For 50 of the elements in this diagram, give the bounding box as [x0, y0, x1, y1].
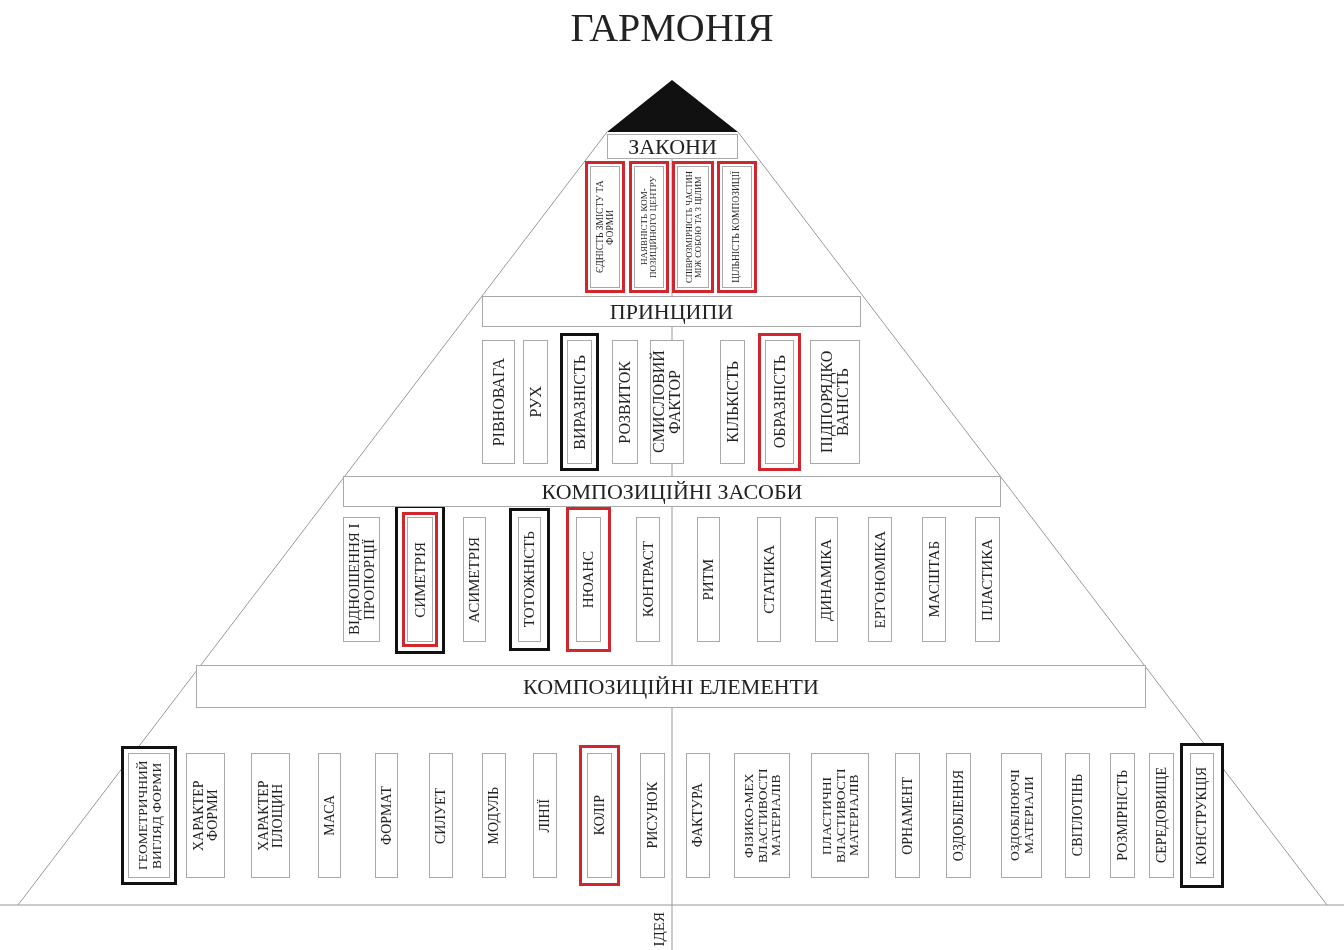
pyramid-item: СТАТИКА [757, 517, 781, 642]
pyramid-item: ТОТОЖНІСТЬ [518, 517, 541, 642]
pyramid-item: ЦІЛЬНІСТЬ КОМПОЗИЦІЇ [722, 166, 752, 288]
level-heading: КОМПОЗИЦІЙНІ ЕЛЕМЕНТИ [196, 665, 1146, 708]
pyramid-item: СЕРЕДОВИЩЕ [1149, 753, 1174, 878]
pyramid-item: СИМЕТРІЯ [407, 517, 433, 642]
pyramid-item: РУХ [523, 340, 548, 464]
pyramid-item: РІВНОВАГА [482, 340, 515, 464]
pyramid-item: ПЛАСТИКА [975, 517, 1000, 642]
pyramid-item: МОДУЛЬ [482, 753, 506, 878]
level-heading: ЗАКОНИ [607, 134, 738, 159]
pyramid-item: ВІДНОШЕННЯ І ПРОПОРЦІЇ [343, 517, 380, 642]
pyramid-item: ПІДПОРЯДКО ВАНІСТЬ [810, 340, 860, 464]
pyramid-item: АСИМЕТРІЯ [463, 517, 486, 642]
pyramid-item: ФОРМАТ [375, 753, 398, 878]
pyramid-item: РОЗВИТОК [612, 340, 638, 464]
pyramid-item: ФАКТУРА [686, 753, 710, 878]
pyramid-item: НЮАНС [576, 517, 601, 642]
pyramid-item: ОЗДОБЛЕННЯ [946, 753, 971, 878]
level-heading: КОМПОЗИЦІЙНІ ЗАСОБИ [343, 476, 1001, 507]
pyramid-item: ОЗДОБЛЮЮЧІ МАТЕРІАЛИ [1001, 753, 1042, 878]
pyramid-item: КОНТРАСТ [636, 517, 660, 642]
pyramid-item: НАЯВНІСТЬ КОМ- ПОЗИЦІЙНОГО ЦЕНТРУ [634, 166, 664, 288]
pyramid-item: ГЕОМЕТРИЧНИЙ ВИГЛЯД ФОРМИ [128, 753, 170, 878]
pyramid-item: ЄДНІСТЬ ЗМІСТУ ТА ФОРМИ [590, 166, 620, 288]
pyramid-item: СВІТЛОТІНЬ [1065, 753, 1090, 878]
pyramid-item: ХАРАКТЕР ПЛОЩИН [251, 753, 290, 878]
pyramid-item: ХАРАКТЕР ФОРМИ [186, 753, 225, 878]
axis-label: ІДЕЯ [652, 912, 667, 947]
pyramid-item: КІЛЬКІСТЬ [720, 340, 745, 464]
pyramid-item: СИЛУЕТ [429, 753, 453, 878]
title: ГАРМОНІЯ [570, 5, 774, 50]
pyramid-item: СМИСЛОВИЙ ФАКТОР [650, 340, 684, 464]
pyramid-item: ДИНАМІКА [815, 517, 838, 642]
pyramid-item: ФІЗИКО-МЕХ ВЛАСТИВОСТІ МАТЕРІАЛІВ [734, 753, 790, 878]
pyramid-item: МАСА [318, 753, 341, 878]
pyramid-item: КОЛІР [587, 753, 612, 878]
pyramid-item: ПЛАСТИЧНІ ВЛАСТИВОСТІ МАТЕРІАЛІВ [811, 753, 869, 878]
pyramid-item: ОБРАЗНІСТЬ [765, 340, 794, 464]
pyramid-item: ОРНАМЕНТ [895, 753, 920, 878]
pyramid-item: ЕРГОНОМІКА [868, 517, 892, 642]
pyramid-item: ВИРАЗНІСТЬ [567, 340, 592, 464]
pyramid-item: ЛІНІЇ [533, 753, 557, 878]
pyramid-item: СПІВРОЗМІРНІСТЬ ЧАСТИН МІЖ СОБОЮ ТА З ЦІЛИМ [677, 166, 709, 288]
level-heading: ПРИНЦИПИ [482, 296, 861, 327]
pyramid-item: КОНСТРУКЦІЯ [1190, 753, 1214, 878]
pyramid-item: РИСУНОК [640, 753, 665, 878]
pyramid-item: МАСШТАБ [922, 517, 946, 642]
pyramid-item: РИТМ [697, 517, 720, 642]
pyramid-item: РОЗМІРНІСТЬ [1110, 753, 1135, 878]
